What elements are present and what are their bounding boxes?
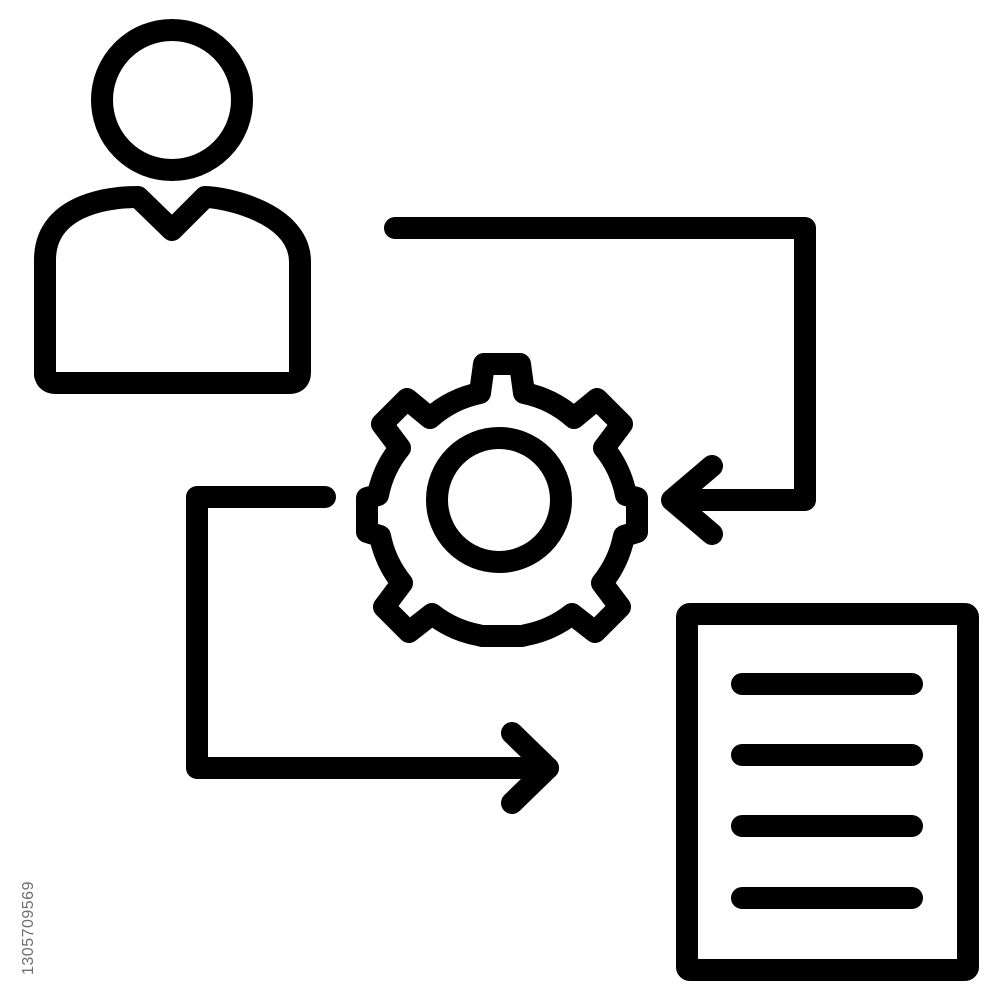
user-head — [91, 19, 253, 181]
user-icon — [34, 19, 311, 394]
arrowhead-left-icon — [661, 455, 723, 545]
user-body — [34, 186, 311, 394]
document-page — [676, 603, 979, 981]
arrowhead-right-icon — [501, 722, 559, 814]
document-icon — [676, 603, 979, 981]
watermark-id-text: 1305709569 — [20, 881, 37, 975]
connector-line-top — [384, 217, 816, 511]
gear-icon — [356, 353, 648, 647]
flow-arrow-to-gear — [384, 217, 816, 545]
gear-outline — [356, 353, 648, 647]
flow-arrow-to-document — [186, 486, 559, 814]
gear-hub — [426, 427, 572, 573]
connector-line-bottom — [186, 486, 559, 779]
